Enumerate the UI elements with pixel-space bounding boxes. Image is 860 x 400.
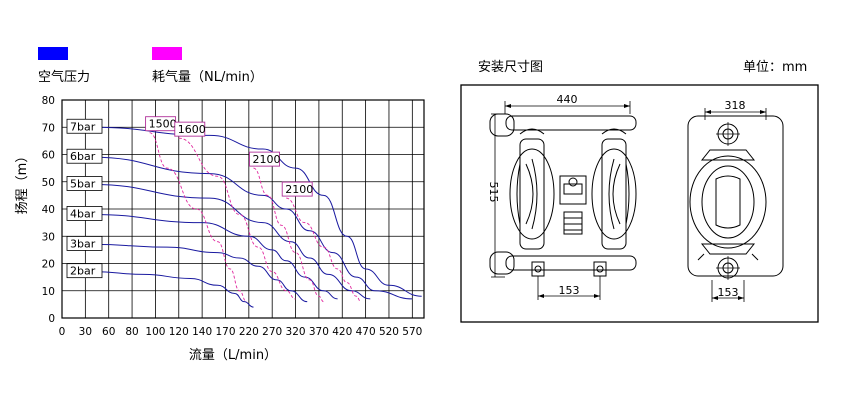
y-tick-label: 40 [42, 204, 55, 216]
pressure-label: 6bar [70, 150, 96, 163]
air-consumption-curve [178, 137, 296, 300]
air-consumption-curve [253, 167, 324, 303]
air-consumption-curves [149, 132, 362, 303]
side-base-label: 153 [718, 286, 739, 299]
air-label-box [174, 121, 206, 137]
front-base-label: 153 [559, 284, 580, 297]
x-tick-label: 220 [239, 326, 259, 338]
y-tick-label: 50 [42, 177, 55, 189]
pressure-curve-2bar [93, 271, 254, 308]
x-tick-label: 320 [286, 326, 306, 338]
y-tick-label: 0 [48, 313, 55, 325]
pressure-legend-swatch [38, 47, 68, 60]
front-width-label: 440 [557, 93, 578, 106]
x-tick-label: 370 [309, 326, 329, 338]
pressure-label: 4bar [70, 207, 96, 220]
y-tick-label: 10 [42, 286, 55, 298]
pressure-label: 2bar [70, 265, 96, 278]
chart-grid [61, 99, 425, 319]
x-tick-label: 470 [356, 326, 376, 338]
pressure-curve-3bar [93, 243, 308, 303]
dimension-title: 安装尺寸图 [478, 60, 544, 75]
pressure-label: 5bar [70, 177, 96, 190]
pressure-curve-5bar [93, 183, 371, 300]
side-width-label: 318 [725, 99, 746, 112]
consumption-legend-label: 耗气量（NL/min） [152, 70, 263, 85]
x-tick-label: 570 [402, 326, 422, 338]
x-tick-label: 270 [262, 326, 282, 338]
x-tick-label: 100 [145, 326, 165, 338]
drawing-frame [460, 84, 819, 323]
air-consumption-label: 1600 [178, 123, 206, 136]
side-view [687, 108, 784, 302]
air-consumption-label: 1500 [149, 118, 177, 131]
pressure-curve-7bar [93, 126, 422, 297]
y-tick-label: 20 [42, 259, 55, 271]
y-axis-label: 扬程（m） [15, 150, 30, 215]
pressure-label: 3bar [70, 237, 96, 250]
y-tick-label: 30 [42, 231, 55, 243]
x-tick-label: 140 [192, 326, 212, 338]
x-tick-label: 120 [169, 326, 189, 338]
x-tick-label: 170 [215, 326, 235, 338]
pressure-label-box [66, 176, 103, 191]
pressure-curve-6bar [93, 156, 413, 300]
pressure-label-box [66, 206, 103, 221]
unit-label: 单位：mm [743, 60, 808, 75]
y-tick-label: 70 [42, 122, 55, 134]
pressure-label: 7bar [70, 120, 96, 133]
air-consumption-label: 2100 [253, 153, 281, 166]
pressure-curve-4bar [93, 213, 338, 300]
pressure-label-box [66, 118, 103, 134]
front-height-label: 515 [487, 182, 500, 203]
front-view [489, 101, 637, 300]
pressure-legend-label: 空气压力 [38, 70, 91, 85]
x-axis-label: 流量（L/min） [189, 348, 277, 363]
air-label-box [281, 181, 313, 197]
x-tick-label: 30 [79, 326, 92, 338]
air-consumption-curve [149, 132, 247, 303]
x-tick-label: 420 [332, 326, 352, 338]
consumption-legend-swatch [152, 47, 182, 60]
x-tick-label: 0 [59, 326, 66, 338]
pressure-label-box [66, 263, 103, 279]
y-tick-label: 60 [42, 150, 55, 162]
pressure-label-box [66, 148, 103, 164]
x-tick-label: 60 [102, 326, 115, 338]
air-consumption-curve [286, 197, 362, 303]
air-label-box [249, 151, 280, 167]
dimension-drawing: 440 515 153 318 153 [460, 84, 819, 323]
x-tick-label: 80 [125, 326, 138, 338]
x-tick-label: 520 [379, 326, 399, 338]
chart-curves [93, 126, 422, 308]
pressure-label-box [66, 236, 103, 251]
air-consumption-label: 2100 [285, 183, 313, 196]
y-tick-label: 80 [42, 95, 55, 107]
